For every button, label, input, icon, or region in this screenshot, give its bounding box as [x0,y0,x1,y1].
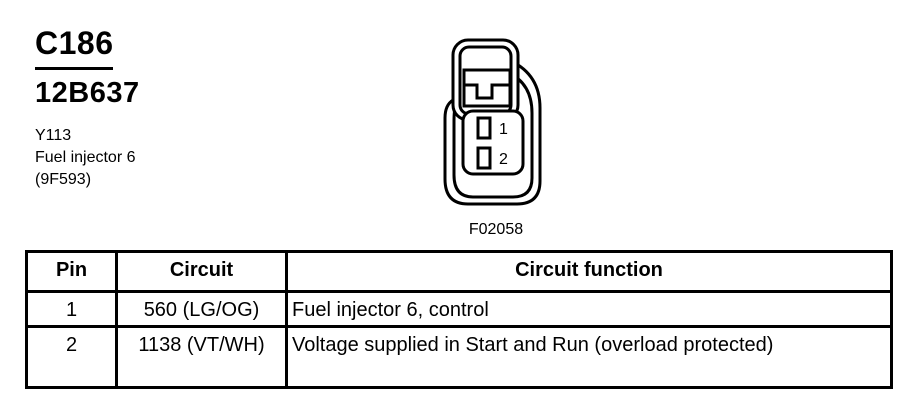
component-code: Y113 [35,127,72,144]
column-header-circuit: Circuit [115,250,288,293]
column-header-pin: Pin [25,250,118,293]
pin-1-label: 1 [499,121,508,138]
pin-2-cavity [476,146,492,170]
pinout-header-row: Pin Circuit Circuit function [25,250,893,293]
pin-1-cavity [476,116,492,140]
column-header-circuit-function: Circuit function [285,250,893,293]
connector-diagram: 1 2 [435,33,555,208]
latch-window [462,68,512,108]
pin-cell: 2 [25,325,118,389]
pin-cell: 1 [25,290,118,328]
latch-keyway [464,83,510,100]
connector-face [461,109,525,176]
pin-2-label: 2 [499,151,508,168]
connector-id-underline [35,67,113,70]
function-cell: Fuel injector 6, control [285,290,893,328]
figure-number: F02058 [468,221,524,238]
part-number: 12B637 [35,77,140,109]
circuit-cell: 560 (LG/OG) [115,290,288,328]
connector-id: C186 [35,25,114,61]
connector-drawing: 1 2 [443,38,542,206]
component-description: Y113 Fuel injector 6 (9F593) [35,125,136,191]
circuit-cell: 1138 (VT/WH) [115,325,288,389]
connector-body-inner-outline [452,70,534,199]
function-cell: Voltage supplied in Start and Run (overl… [285,325,893,389]
component-basepart: (9F593) [35,171,92,188]
component-name: Fuel injector 6 [35,149,136,166]
